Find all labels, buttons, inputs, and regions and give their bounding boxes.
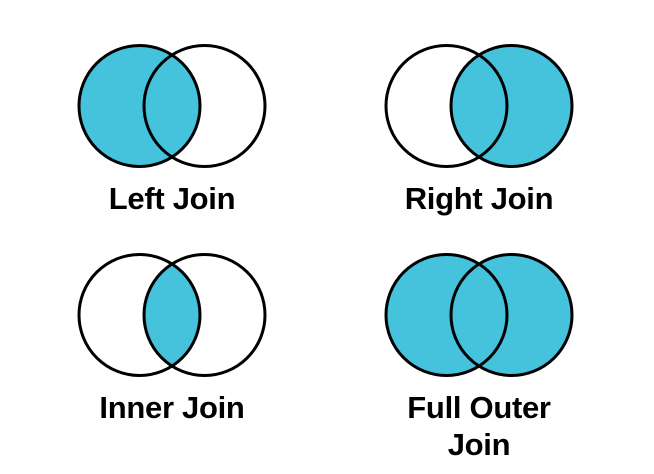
intersection-fill	[144, 254, 200, 376]
right-circle-fill	[451, 45, 572, 167]
right-circle-fill	[451, 254, 572, 376]
venn-full-outer-join	[384, 253, 574, 377]
right-circle-outline	[449, 44, 574, 168]
left-circle-outline	[384, 253, 509, 377]
panel-right-join: Right Join	[379, 38, 579, 216]
venn-right-join	[384, 44, 574, 168]
panel-left-join: Left Join	[72, 38, 272, 216]
left-circle-fill	[79, 45, 200, 167]
panel-label-right-join: Right Join	[404, 181, 554, 216]
left-circle-outline	[77, 44, 202, 168]
panel-inner-join: Inner Join	[72, 247, 272, 425]
panel-label-left-join: Left Join	[108, 181, 236, 216]
panel-full-outer-join: Full Outer Join	[379, 247, 579, 462]
left-circle-outline	[77, 253, 202, 377]
panel-label-inner-join: Inner Join	[99, 390, 245, 425]
right-circle-outline	[142, 44, 267, 168]
venn-left-join	[77, 44, 267, 168]
right-circle-outline	[449, 253, 574, 377]
panel-label-full-outer-join: Full Outer Join	[407, 390, 551, 462]
left-circle-outline	[384, 44, 509, 168]
venn-inner-join	[77, 253, 267, 377]
right-circle-outline	[142, 253, 267, 377]
